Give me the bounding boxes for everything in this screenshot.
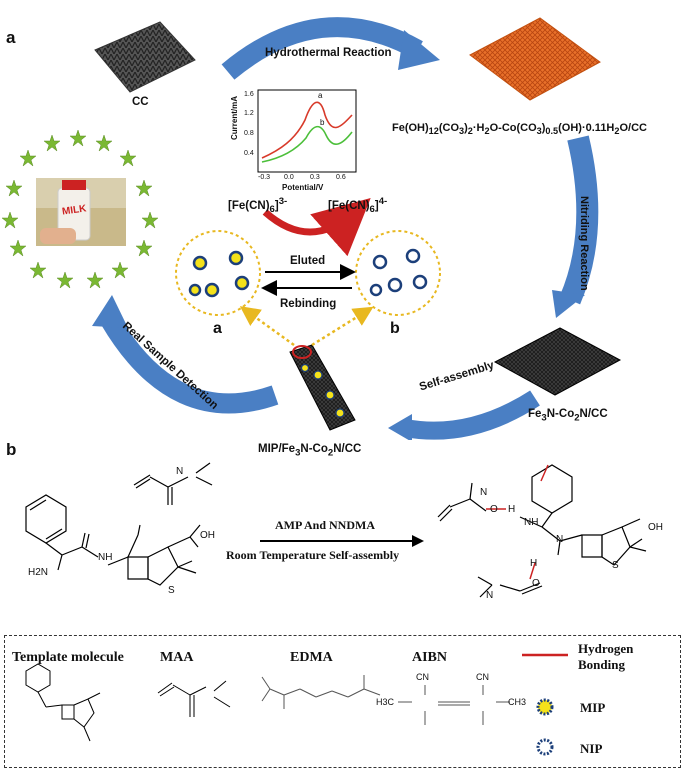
cv-xtick: 0.6 — [336, 174, 346, 181]
legend-mip-icon — [536, 698, 554, 716]
hydrothermal-arrowhead — [398, 30, 440, 70]
atom-h-1: H — [508, 504, 516, 515]
cv-curve-b-label: b — [320, 118, 325, 127]
reaction-arrowhead — [412, 535, 424, 547]
cv-ytick: 1.6 — [244, 91, 254, 98]
atom-n-1: N — [176, 466, 184, 477]
cv-xtick: 0.0 — [284, 174, 294, 181]
cv-xtick: -0.3 — [258, 174, 271, 181]
eluted-label: Eluted — [290, 255, 326, 267]
aibn-ch3: CH3 — [508, 697, 527, 707]
cv-curve-a — [261, 101, 353, 159]
legend-template-structure — [25, 663, 101, 742]
rod-to-b-arrow — [311, 306, 374, 347]
cv-ytick: 0.4 — [244, 150, 254, 157]
fe3n-label: Fe3N-Co2N/CC — [528, 408, 608, 424]
cv-ylabel: Current/mA — [230, 95, 239, 140]
amp-structure — [25, 494, 201, 586]
fe3n-co2n-cc — [493, 327, 622, 396]
real-sample-arrow — [101, 314, 279, 414]
reaction-condition-top: AMP And NNDMA — [275, 518, 376, 532]
atom-n-4: N — [486, 590, 494, 601]
atom-o-2: O — [532, 578, 540, 589]
atom-nh-2: NH — [524, 517, 539, 528]
cv-curve-b — [261, 125, 353, 163]
legend-hydrogen-line1: Hydrogen — [578, 641, 634, 656]
aibn-cn-right: CN — [476, 672, 489, 682]
rebinding-label: Rebinding — [280, 298, 337, 310]
circle-a-label: a — [213, 320, 222, 337]
legend-maa-structure — [157, 680, 231, 717]
legend-aibn: AIBN — [412, 650, 448, 665]
legend-edma-structure — [261, 675, 381, 709]
atom-n-2: N — [480, 487, 488, 498]
nitriding-arrowhead — [552, 290, 585, 318]
hydrogen-bond-2 — [529, 562, 536, 580]
circle-b-empty-cavities — [355, 230, 441, 316]
legend-aibn-structure — [398, 685, 510, 725]
circle-b-label: b — [390, 320, 400, 337]
nndma-structure — [133, 462, 213, 505]
reaction-condition-bottom: Room Temperature Self-assembly — [226, 548, 400, 562]
atom-s-2: S — [612, 560, 619, 571]
complex-structure — [437, 464, 647, 598]
ferricyanide-label: [Fe(CN)6]3- — [228, 196, 288, 216]
cv-curve-a-label: a — [318, 91, 323, 100]
circle-a-mip-cavities — [175, 230, 261, 316]
aibn-cn-left: CN — [416, 672, 429, 682]
legend-mip: MIP — [580, 700, 606, 715]
star-ring — [1, 129, 159, 289]
fe-co-product — [469, 17, 601, 101]
atom-n-3: N — [556, 534, 564, 545]
hydrogen-bond-3 — [540, 464, 549, 482]
hydrothermal-arrow — [221, 17, 423, 80]
atom-oh-1: OH — [200, 530, 215, 541]
cv-xlabel: Potential/V — [282, 183, 324, 192]
legend-edma: EDMA — [290, 650, 333, 665]
real-sample-arrowhead — [92, 295, 128, 328]
legend-nip-icon — [536, 738, 554, 756]
panel-b-label: b — [6, 440, 17, 459]
cv-ytick: 1.2 — [244, 110, 254, 117]
panel-a-label: a — [6, 28, 16, 47]
legend-hydrogen-line2: Bonding — [578, 657, 625, 672]
atom-h2n: H2N — [28, 567, 49, 578]
panel-b-reaction — [25, 462, 647, 598]
atom-oh-2: OH — [648, 522, 663, 533]
cc-carbon-cloth — [94, 21, 196, 93]
legend-template-molecule: Template molecule — [12, 650, 124, 665]
redox-arrow — [262, 198, 371, 257]
fe-co-label: Fe(OH)12(CO3)2·H2O-Co(CO3)0.5(OH)·0.11H2… — [392, 122, 647, 137]
atom-nh-1: NH — [98, 552, 113, 563]
nitriding-label: Nitriding Reaction — [578, 196, 590, 291]
legend-box — [4, 635, 681, 768]
legend-nip: NIP — [580, 741, 603, 756]
mip-rod — [289, 344, 356, 431]
atom-o-1: O — [490, 504, 498, 515]
ferrocyanide-label: [Fe(CN)6]4- — [328, 196, 388, 216]
cc-label: CC — [132, 96, 149, 108]
legend-maa: MAA — [160, 650, 194, 665]
cv-xtick: 0.3 — [310, 174, 320, 181]
self-assembly-arrowhead — [388, 414, 412, 440]
atom-h-2: H — [530, 558, 538, 569]
cv-plot — [257, 89, 357, 173]
panel-a-graphics — [1, 17, 622, 440]
atom-s-1: S — [168, 585, 175, 596]
cv-ytick: 0.8 — [244, 130, 254, 137]
milk-sample-ring — [1, 129, 159, 289]
mip-label: MIP/Fe3N-Co2N/CC — [258, 443, 362, 459]
aibn-h3c: H3C — [376, 697, 395, 707]
self-assembly-arrow — [403, 390, 540, 440]
rod-to-a-arrow — [239, 306, 295, 347]
legend-graphics — [25, 653, 568, 756]
hydrothermal-label: Hydrothermal Reaction — [265, 47, 392, 59]
nitriding-arrow — [559, 135, 599, 305]
